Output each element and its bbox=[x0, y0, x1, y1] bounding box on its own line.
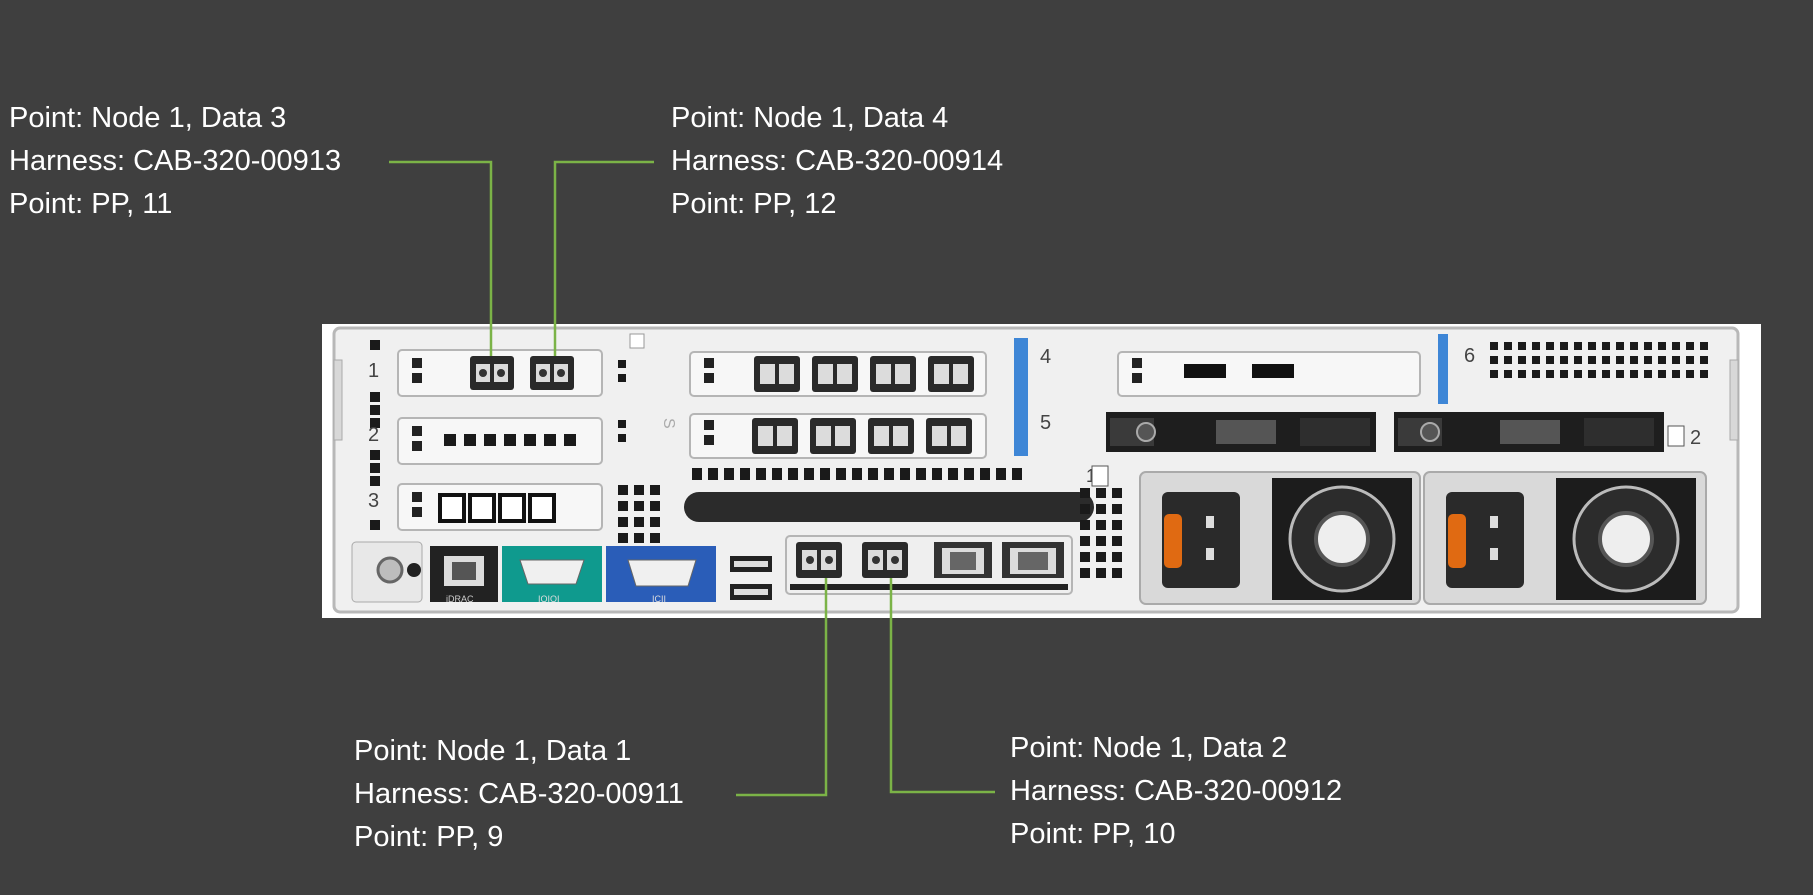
serial-port[interactable] bbox=[502, 546, 602, 602]
vga-port[interactable] bbox=[606, 546, 716, 602]
callout-data-3-point: Point: Node 1, Data 3 bbox=[9, 102, 287, 134]
slot-4-number: 4 bbox=[1040, 346, 1051, 368]
sfp-port-data-2[interactable] bbox=[862, 542, 908, 578]
callout-data-1: Point: Node 1, Data 1 Harness: CAB-320-0… bbox=[354, 730, 684, 859]
rj45-port-3[interactable] bbox=[934, 542, 992, 578]
vga-label: ICII bbox=[652, 594, 666, 604]
callout-data-2-harness: Harness: CAB-320-00912 bbox=[1010, 775, 1343, 807]
drive-bay-left bbox=[1106, 412, 1376, 452]
pcie-slot-3-card bbox=[397, 483, 603, 531]
leader-line-data-2 bbox=[889, 578, 995, 794]
callout-data-1-patch-panel: Point: PP, 9 bbox=[354, 821, 504, 853]
center-vent-strip bbox=[1080, 488, 1122, 578]
system-id-button[interactable] bbox=[376, 556, 404, 584]
callout-data-2-point: Point: Node 1, Data 2 bbox=[1010, 732, 1288, 764]
callout-data-4-harness: Harness: CAB-320-00914 bbox=[671, 145, 1004, 177]
callout-data-1-point: Point: Node 1, Data 1 bbox=[354, 735, 632, 767]
idrac-label: iDRAC bbox=[446, 594, 474, 604]
callout-data-2-patch-panel: Point: PP, 10 bbox=[1010, 818, 1176, 850]
slot-3-number: 3 bbox=[368, 490, 379, 512]
power-supply-1 bbox=[1139, 471, 1421, 605]
power-supply-2 bbox=[1423, 471, 1707, 605]
pcie-slot-6-card bbox=[1117, 351, 1421, 397]
svg-text:S: S bbox=[660, 418, 677, 429]
sfp-port-data-3[interactable] bbox=[470, 356, 514, 390]
middle-vent-grid bbox=[618, 360, 660, 543]
callout-data-3-patch-panel: Point: PP, 11 bbox=[9, 188, 173, 220]
pcie-slot-5-card bbox=[689, 413, 987, 459]
slot-5-number: 5 bbox=[1040, 412, 1051, 434]
slot-6-number: 6 bbox=[1464, 345, 1475, 367]
psu-1-number: 1 bbox=[1086, 466, 1096, 486]
pcie-slot-4-card bbox=[689, 351, 987, 397]
psu-2-number: 2 bbox=[1690, 427, 1701, 449]
leader-line-data-1 bbox=[736, 578, 828, 797]
callout-data-1-harness: Harness: CAB-320-00911 bbox=[354, 778, 684, 810]
sfp-port-data-1[interactable] bbox=[796, 542, 842, 578]
callout-data-4-patch-panel: Point: PP, 12 bbox=[671, 188, 837, 220]
vent-row bbox=[692, 468, 1022, 480]
idrac-port[interactable] bbox=[430, 546, 498, 602]
pcie-slot-2-card bbox=[397, 417, 603, 465]
sfp-port-data-4[interactable] bbox=[530, 356, 574, 390]
drive-bay-right bbox=[1394, 412, 1664, 452]
pcie-slot-1-card bbox=[397, 349, 603, 397]
callout-data-4-point: Point: Node 1, Data 4 bbox=[671, 102, 949, 134]
left-vent-column bbox=[370, 340, 380, 530]
top-right-vent-grid bbox=[1490, 342, 1708, 378]
slot-2-number: 2 bbox=[368, 424, 379, 446]
callout-data-3: Point: Node 1, Data 3 Harness: CAB-320-0… bbox=[9, 97, 341, 226]
serial-label: IOIOI bbox=[538, 594, 560, 604]
usb-ports[interactable] bbox=[730, 556, 772, 600]
leader-line-data-3 bbox=[389, 160, 493, 356]
network-daughter-card bbox=[785, 535, 1073, 595]
callout-data-2: Point: Node 1, Data 2 Harness: CAB-320-0… bbox=[1010, 727, 1342, 856]
callout-data-4: Point: Node 1, Data 4 Harness: CAB-320-0… bbox=[671, 97, 1003, 226]
leader-line-data-4 bbox=[553, 160, 654, 356]
callout-data-3-harness: Harness: CAB-320-00913 bbox=[9, 145, 342, 177]
chassis-handle-bar bbox=[684, 492, 1094, 522]
slot-1-number: 1 bbox=[368, 360, 379, 382]
rj45-port-4[interactable] bbox=[1002, 542, 1064, 578]
